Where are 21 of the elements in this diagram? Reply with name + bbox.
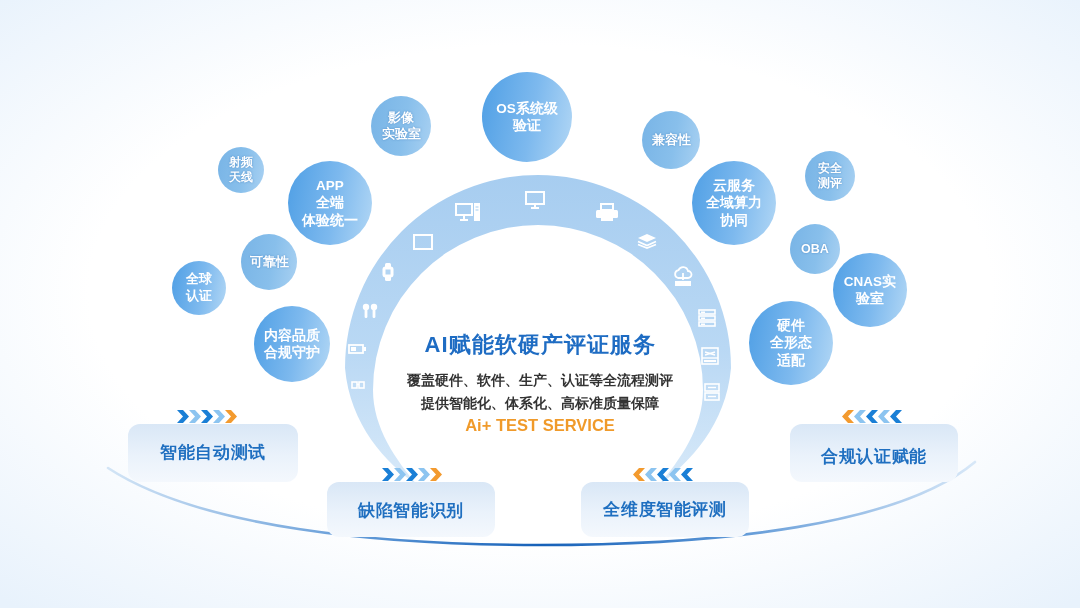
topic-circle: 云服务全域算力协同 xyxy=(692,161,776,245)
topic-circle: 可靠性 xyxy=(241,234,297,290)
stage-card: 全维度智能评测 xyxy=(581,482,749,537)
topic-circle: 内容品质合规守护 xyxy=(254,306,330,382)
topic-circle: 射频天线 xyxy=(218,147,264,193)
tagline: Ai+ TEST SERVICE xyxy=(465,416,615,436)
description-line: 覆盖硬件、软件、生产、认证等全流程测评 xyxy=(407,372,673,390)
topic-circle: OBA xyxy=(790,224,840,274)
stage-card: 合规认证赋能 xyxy=(790,424,958,482)
description-line: 提供智能化、体系化、高标准质量保障 xyxy=(421,395,659,413)
topic-circle: 硬件全形态适配 xyxy=(749,301,833,385)
topic-circle: CNAS实验室 xyxy=(833,253,907,327)
topic-circle: 安全测评 xyxy=(805,151,855,201)
stage-card: 智能自动测试 xyxy=(128,424,298,482)
topic-circle: APP全端体验统一 xyxy=(288,161,372,245)
topic-circle: 影像实验室 xyxy=(371,96,431,156)
topic-circle: 兼容性 xyxy=(642,111,700,169)
stage-card: 缺陷智能识别 xyxy=(327,482,495,537)
topic-circle: OS系统级验证 xyxy=(482,72,572,162)
topic-circle: 全球认证 xyxy=(172,261,226,315)
title: AI赋能软硬产评证服务 xyxy=(424,331,656,359)
